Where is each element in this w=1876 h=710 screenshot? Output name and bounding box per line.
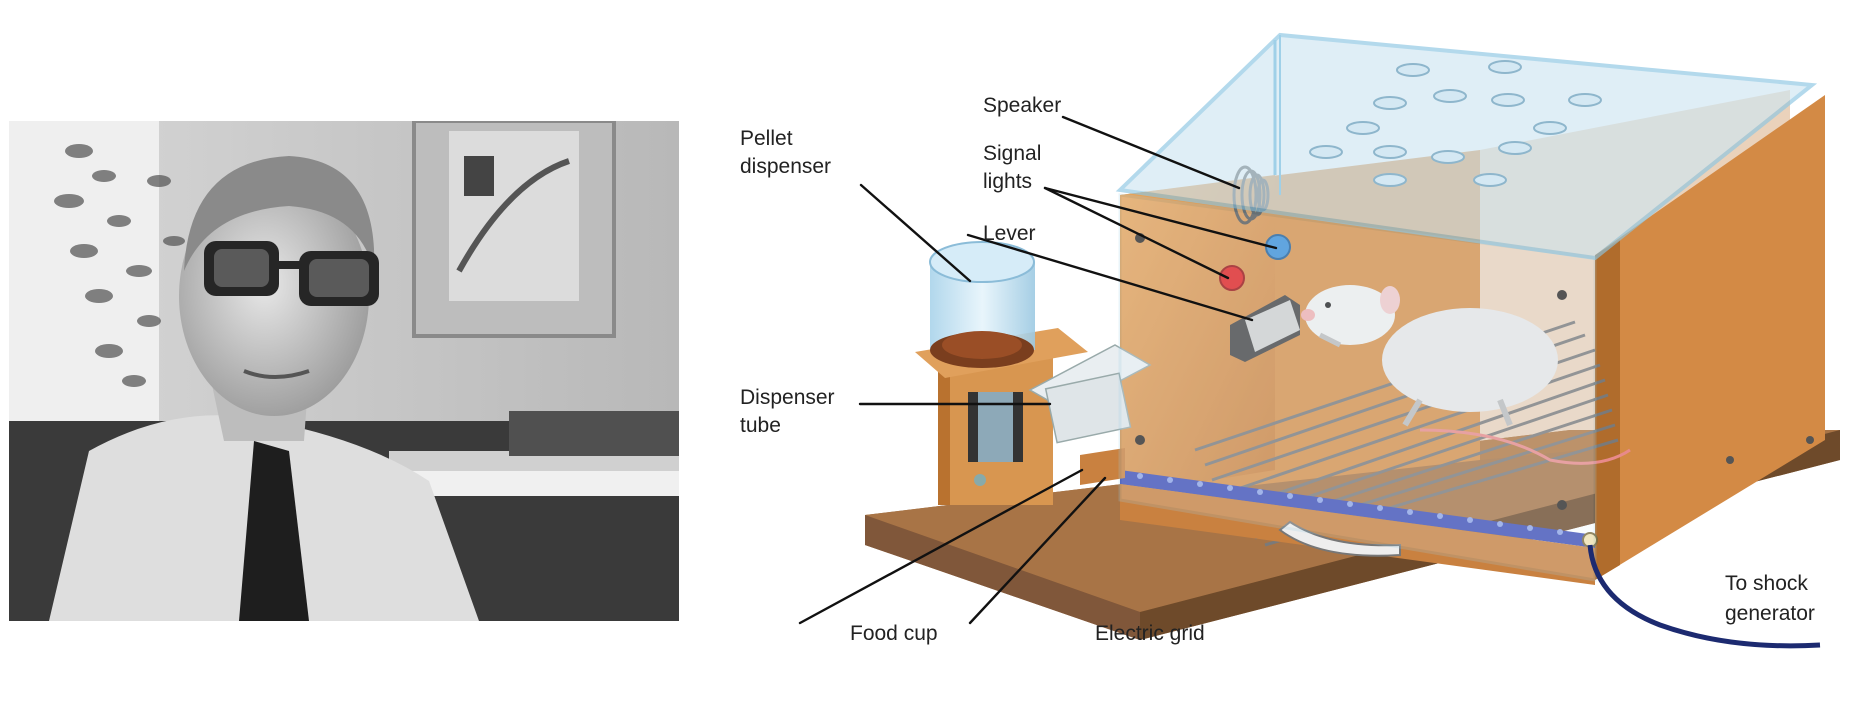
left-wall bbox=[1120, 175, 1275, 495]
label-electric-grid: Electric grid bbox=[1095, 622, 1205, 645]
skinner-box-diagram: Speaker Signal lights Lever Pellet dispe… bbox=[740, 32, 1840, 649]
lever bbox=[1230, 295, 1300, 362]
face bbox=[179, 176, 369, 416]
dispenser-tube bbox=[1028, 344, 1152, 444]
label-food-cup: Food cup bbox=[850, 622, 938, 645]
food-cup bbox=[1080, 448, 1125, 485]
grid-strip bbox=[1120, 470, 1595, 548]
label-lever: Lever bbox=[983, 222, 1036, 245]
pellet-dispenser-cylinder bbox=[929, 241, 1035, 368]
rat bbox=[1301, 285, 1631, 465]
label-pellet-dispenser: Pellet dispenser bbox=[740, 127, 831, 178]
label-speaker: Speaker bbox=[983, 94, 1061, 117]
screws bbox=[1135, 233, 1814, 510]
drawer-handle bbox=[1278, 520, 1401, 557]
air-holes bbox=[1309, 60, 1602, 187]
leader-lines bbox=[798, 115, 1278, 625]
plant-leaves bbox=[54, 144, 185, 387]
signal-light-red bbox=[1219, 265, 1245, 291]
right-wall bbox=[1595, 95, 1825, 580]
signal-light-blue bbox=[1265, 234, 1291, 260]
tie bbox=[239, 441, 309, 621]
acrylic-enclosure bbox=[1115, 32, 1818, 582]
glasses bbox=[204, 241, 379, 306]
shock-cable bbox=[1587, 544, 1821, 649]
drawer bbox=[1120, 484, 1595, 585]
portrait-photo bbox=[9, 121, 679, 621]
label-signal-lights: Signal lights bbox=[983, 142, 1047, 193]
label-dispenser-tube: Dispenser tube bbox=[740, 386, 840, 437]
label-to-shock-generator: To shock generator bbox=[1725, 572, 1815, 625]
